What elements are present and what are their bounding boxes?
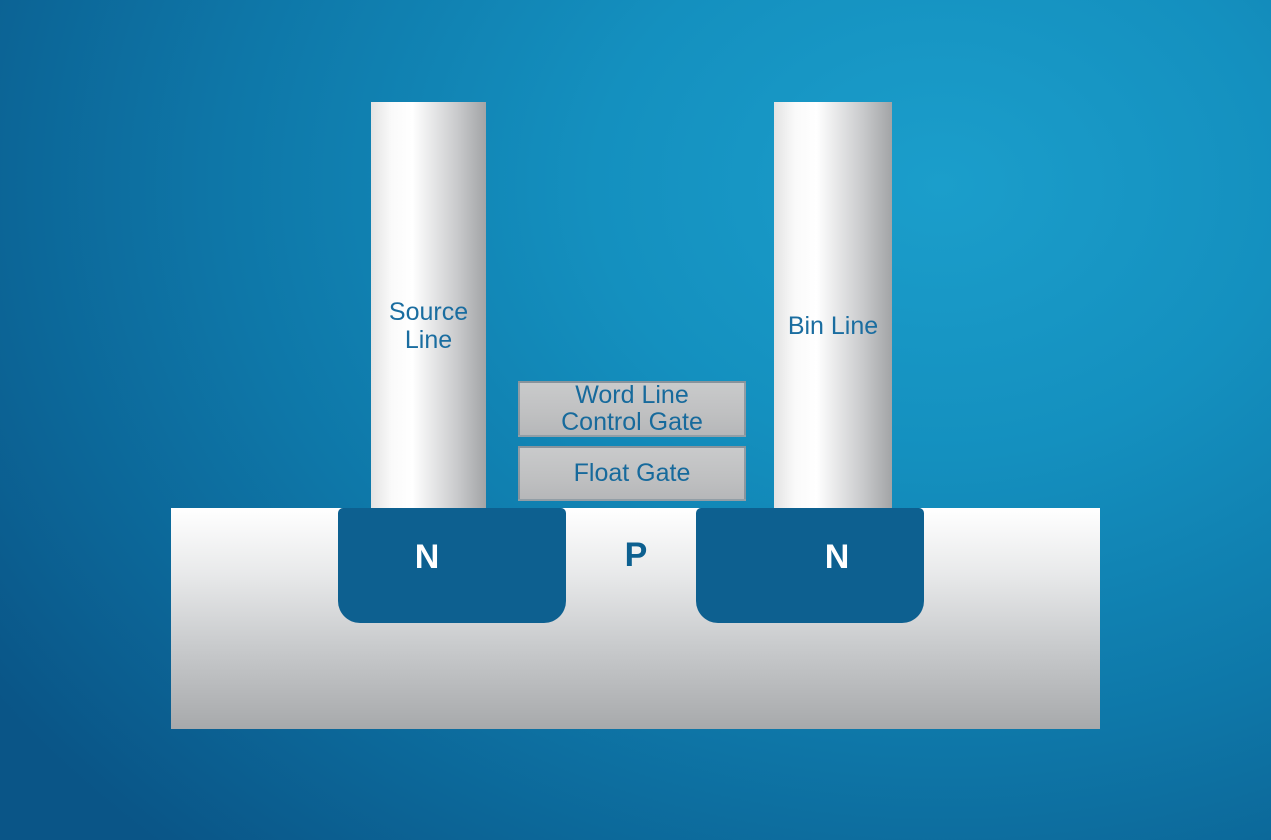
float-gate-box: Float Gate [518, 446, 746, 501]
control-gate-label: Control Gate [561, 408, 703, 436]
n-region-drain-label: N [824, 538, 850, 576]
n-region-source: N [338, 508, 566, 623]
bin-line-pillar: Bin Line [774, 102, 892, 508]
p-region-label: P [624, 536, 648, 574]
source-line-pillar: Source Line [371, 102, 486, 508]
float-gate-label: Float Gate [573, 459, 691, 487]
word-line-control-gate-box: Word Line Control Gate [518, 381, 746, 437]
bin-line-label: Bin Line [787, 312, 879, 340]
substrate: N N P [171, 508, 1100, 729]
n-region-source-label: N [414, 538, 440, 576]
n-region-drain: N [696, 508, 924, 623]
source-line-label: Source Line [371, 298, 486, 354]
source-line-label-line2: Line [404, 326, 453, 354]
source-line-label-line1: Source [388, 298, 469, 326]
word-line-label: Word Line [575, 381, 689, 409]
